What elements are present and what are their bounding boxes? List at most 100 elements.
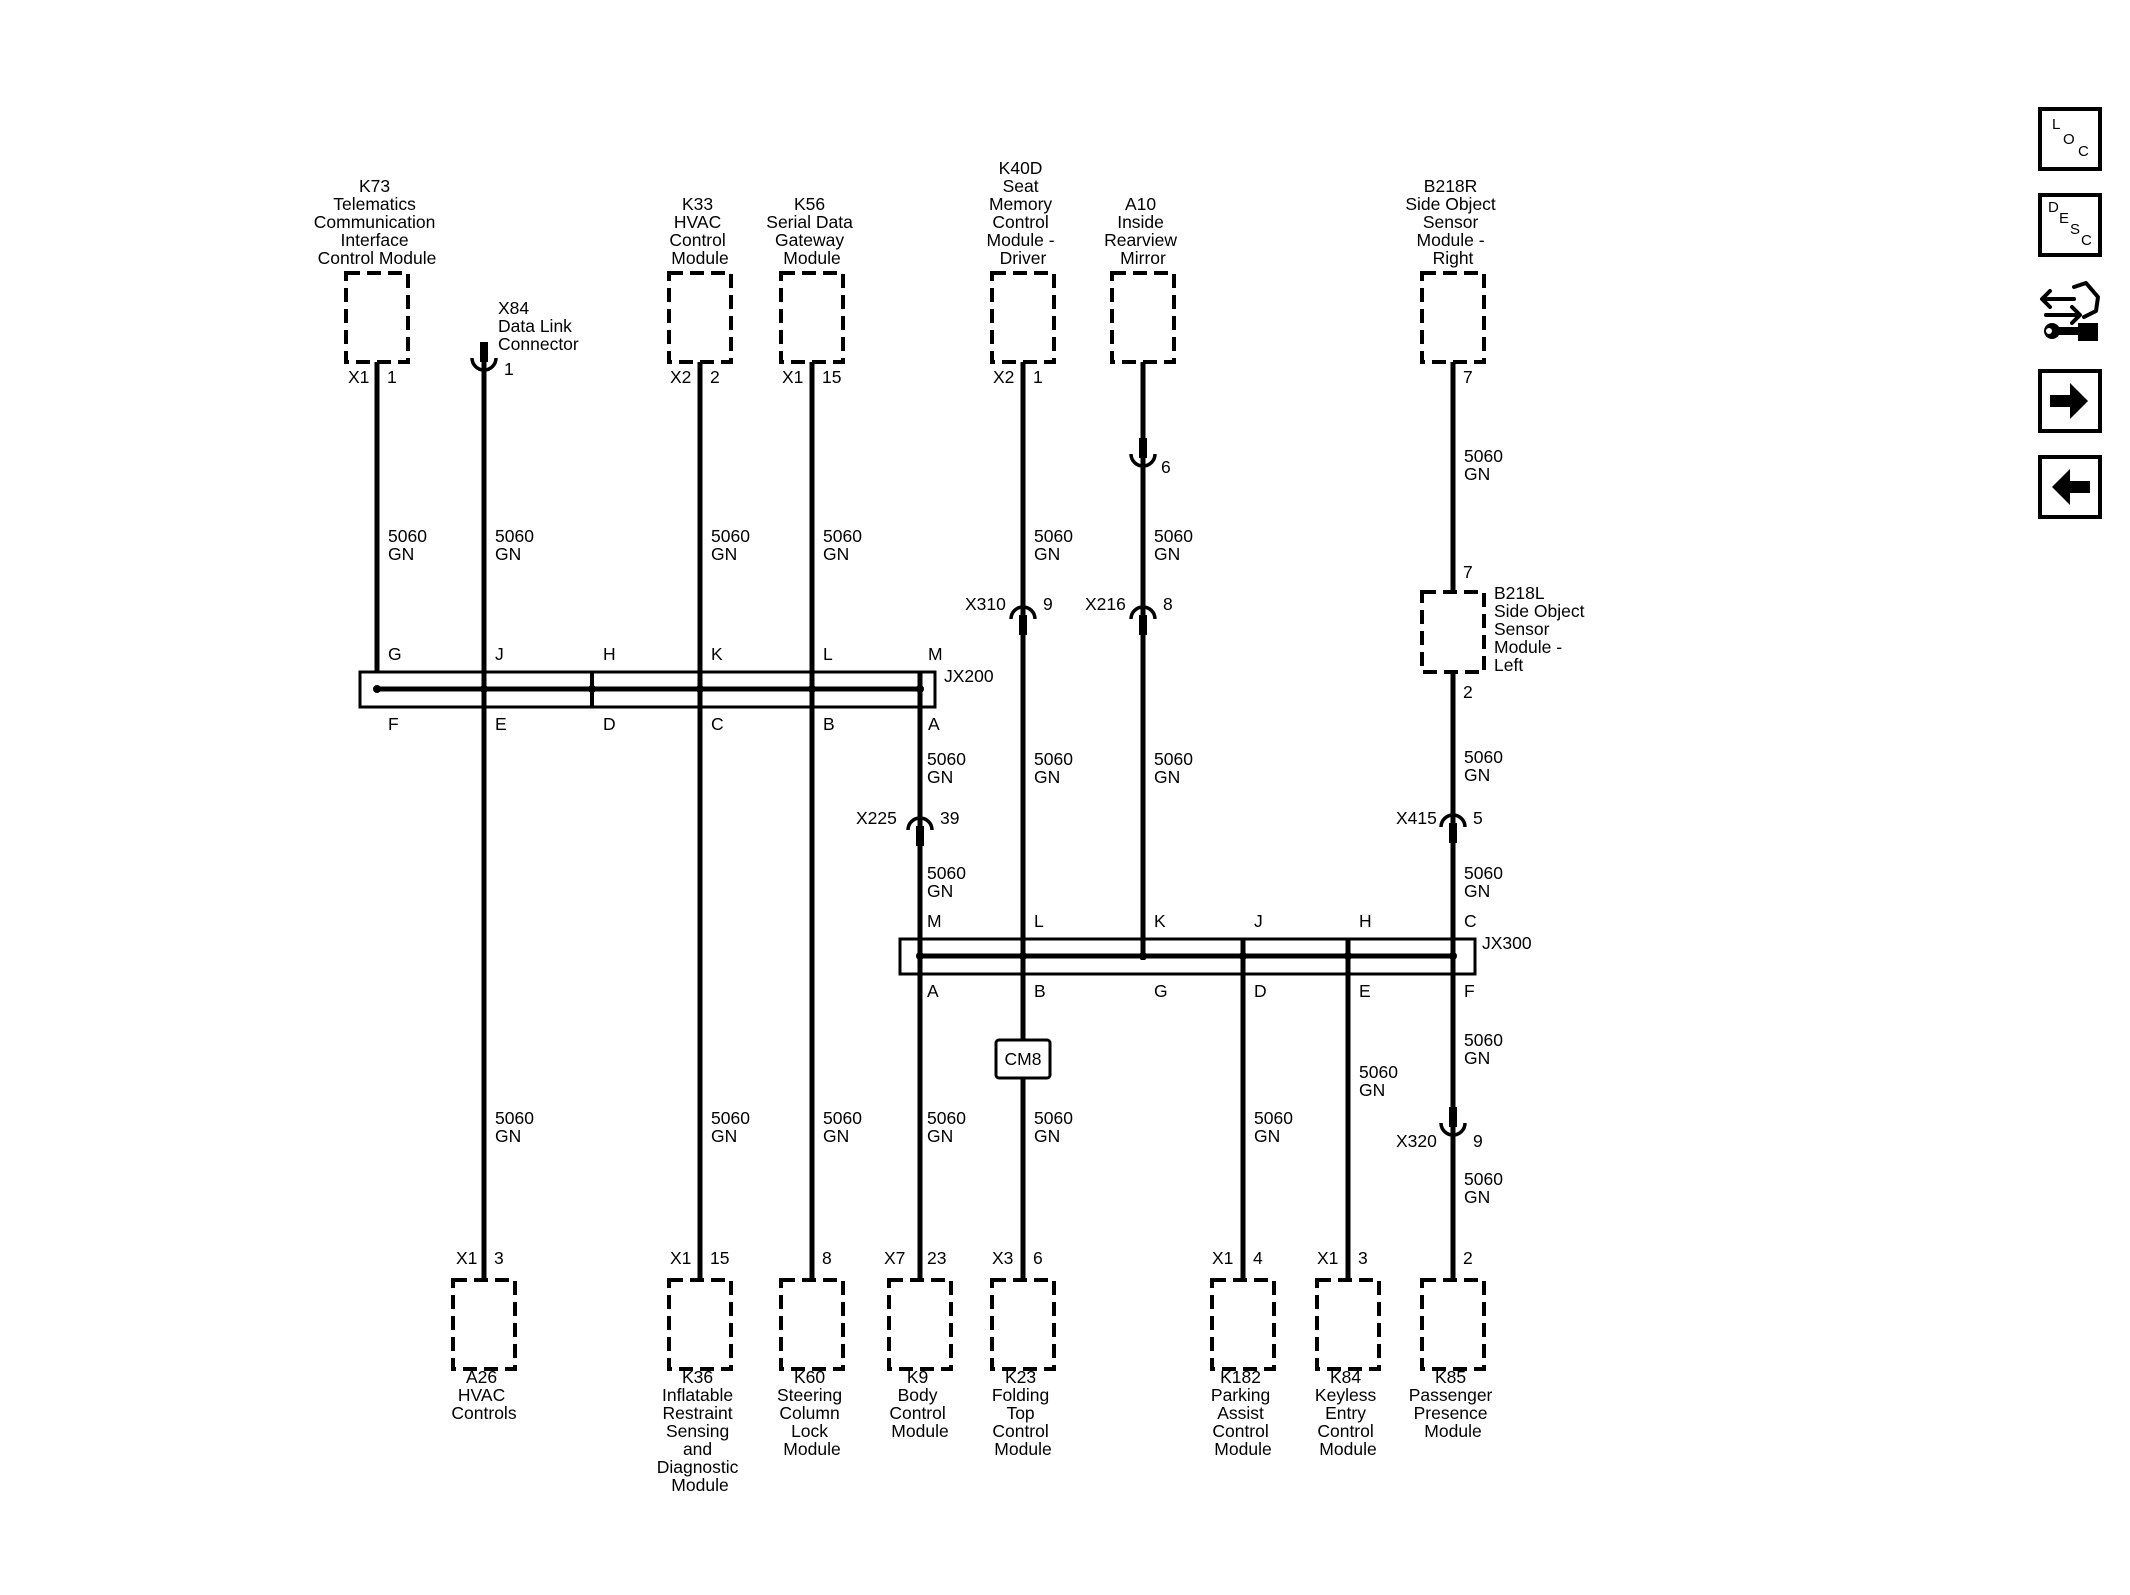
back-button[interactable] — [2038, 455, 2102, 519]
loc-button[interactable]: L O C — [2038, 107, 2102, 171]
k9-connector: X7 — [884, 1248, 905, 1268]
desc-letter-c: C — [2081, 232, 2092, 249]
jx300-top-j: J — [1254, 911, 1263, 931]
jx200-top-h: H — [603, 644, 616, 664]
k33-pin: 2 — [710, 367, 720, 387]
b218l-in-pin: 7 — [1463, 562, 1473, 582]
module-boxes — [344, 271, 1486, 1371]
x225-name: X225 — [856, 808, 897, 828]
k33-label: K33 HVAC Control Module — [669, 194, 730, 268]
next-button[interactable] — [2038, 369, 2102, 433]
x310-name: X310 — [965, 594, 1006, 614]
x225-pin: 39 — [940, 808, 959, 828]
k56-pin: 15 — [822, 367, 841, 387]
a10-label: A10 Inside Rearview Mirror — [1104, 194, 1182, 268]
jx200-top-j: J — [495, 644, 504, 664]
k85-label: K85 Passenger Presence Module — [1409, 1367, 1498, 1441]
x216-name: X216 — [1085, 594, 1126, 614]
jx300-bottom-b: B — [1034, 981, 1046, 1001]
jx200-top-k: K — [711, 644, 723, 664]
k85-pin: 2 — [1463, 1248, 1473, 1268]
desc-letter-s: S — [2070, 221, 2081, 238]
jx200-top-g: G — [388, 644, 402, 664]
desc-letter-e: E — [2059, 210, 2070, 227]
inline-connector-labels: X310 9 X216 8 X225 39 X415 5 X320 9 — [856, 594, 1483, 1151]
x310-pin: 9 — [1043, 594, 1053, 614]
loc-letter-l: L — [2052, 116, 2061, 133]
k40d-connector: X2 — [993, 367, 1014, 387]
a26-label: A26 HVAC Controls — [451, 1367, 516, 1423]
desc-letter-d: D — [2048, 199, 2059, 216]
jx200-bottom-f: F — [388, 714, 399, 734]
a26-pin: 3 — [494, 1248, 504, 1268]
loc-letter-c: C — [2078, 143, 2089, 160]
b218r-pin: 7 — [1463, 367, 1473, 387]
jx300-bottom-d: D — [1254, 981, 1267, 1001]
k84-connector: X1 — [1317, 1248, 1338, 1268]
k182-pin: 4 — [1253, 1248, 1263, 1268]
jx300-top-h: H — [1359, 911, 1372, 931]
x320-name: X320 — [1396, 1131, 1437, 1151]
k40d-pin: 1 — [1033, 367, 1043, 387]
k73-label: K73 Telematics Communication Interface C… — [314, 176, 440, 268]
wires — [374, 355, 1456, 1280]
k84-pin: 3 — [1358, 1248, 1368, 1268]
k56-label: K56 Serial Data Gateway Module — [766, 194, 857, 268]
b218r-label: B218R Side Object Sensor Module - Right — [1405, 176, 1500, 268]
loc-letter-o: O — [2063, 131, 2075, 148]
x415-pin: 5 — [1473, 808, 1483, 828]
a26-connector: X1 — [456, 1248, 477, 1268]
jx200-label: JX200 — [944, 666, 994, 686]
splice-pack-jx200: JX200 G J H K L M F E D C B A — [358, 644, 994, 734]
jx300-top-k: K — [1154, 911, 1166, 931]
inline-connectors — [470, 340, 1467, 1137]
jx300-bottom-f: F — [1464, 981, 1475, 1001]
a10-pin: 6 — [1161, 457, 1171, 477]
k23-label: K23 Folding Top Control Module — [992, 1367, 1054, 1459]
b218l-out-pin: 2 — [1463, 682, 1473, 702]
k23-pin: 6 — [1033, 1248, 1043, 1268]
jx200-top-l: L — [823, 644, 833, 664]
jx200-top-m: M — [928, 644, 943, 664]
jx300-bottom-a: A — [927, 981, 939, 1001]
jx200-bottom-e: E — [495, 714, 507, 734]
x84-pin: 1 — [504, 359, 514, 379]
k9-label: K9 Body Control Module — [889, 1367, 950, 1441]
jx200-bottom-d: D — [603, 714, 616, 734]
jx300-top-m: M — [927, 911, 942, 931]
connector-repair-button[interactable] — [2034, 277, 2106, 349]
jx300-bottom-e: E — [1359, 981, 1371, 1001]
k182-label: K182 Parking Assist Control Module — [1211, 1367, 1275, 1459]
connector-repair-icon — [2040, 281, 2100, 341]
k60-label: K60 Steering Column Lock Module — [777, 1367, 847, 1459]
x216-pin: 8 — [1163, 594, 1173, 614]
cm8-component: CM8 — [994, 1038, 1052, 1080]
k36-label: K36 Inflatable Restraint Sensing and Dia… — [657, 1367, 744, 1495]
pin-labels: X1 1 1 X2 2 X1 15 X2 1 6 7 7 2 X1 3 X1 1… — [348, 359, 1473, 1268]
desc-button[interactable]: D E S C — [2038, 193, 2102, 257]
jx300-bottom-g: G — [1154, 981, 1168, 1001]
jx200-bottom-b: B — [823, 714, 835, 734]
jx200-bottom-a: A — [928, 714, 940, 734]
k23-connector: X3 — [992, 1248, 1013, 1268]
